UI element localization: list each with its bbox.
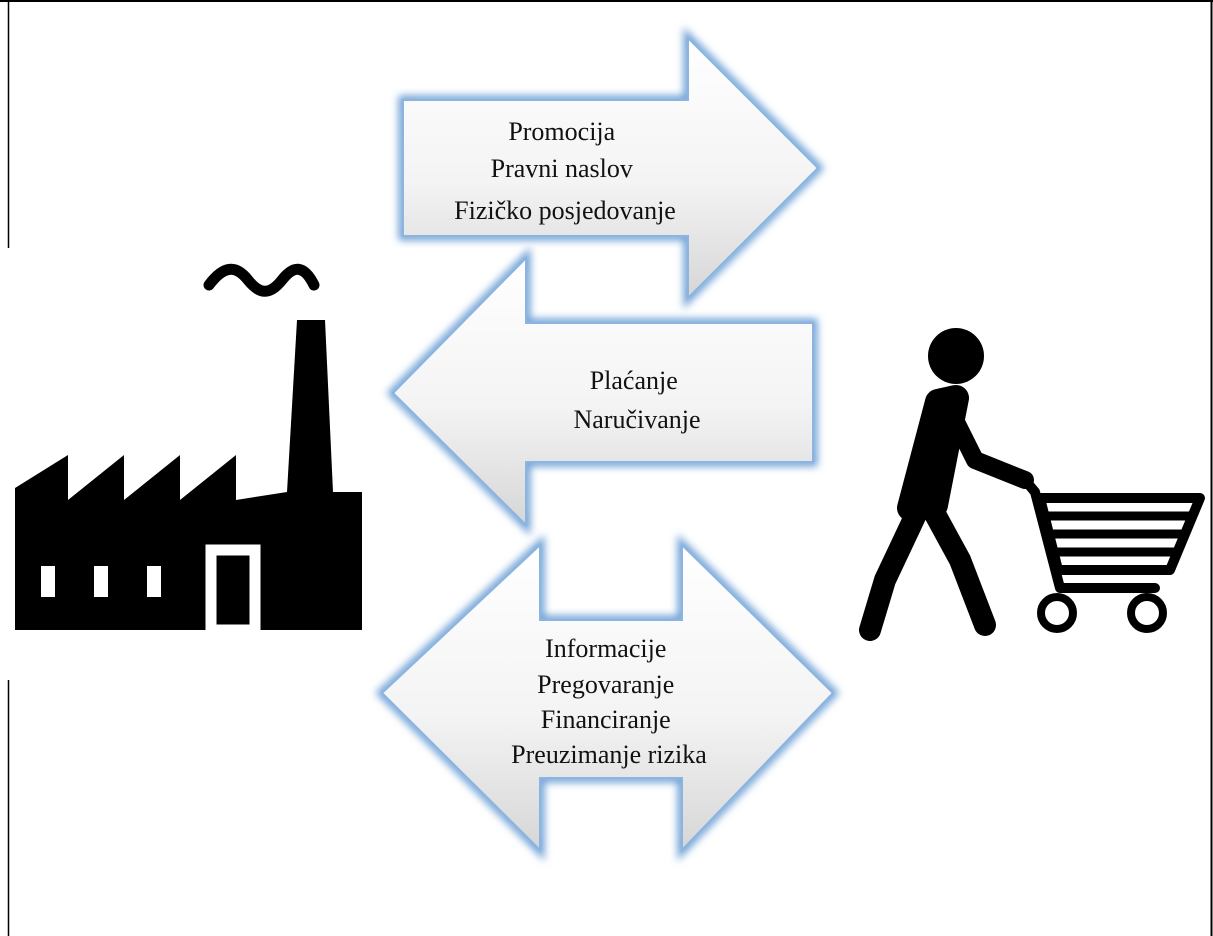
two-way-arrow-shape bbox=[380, 542, 835, 853]
forward-arrow-text: Promocija Pravni naslov Fizičko posjedov… bbox=[454, 117, 676, 225]
factory-window-2 bbox=[94, 566, 108, 597]
forward-label-3: Fizičko posjedovanje bbox=[454, 196, 676, 225]
backward-arrow-text: Plaćanje Naručivanje bbox=[573, 366, 700, 434]
two-way-label-3: Financiranje bbox=[541, 705, 671, 734]
forward-label-2: Pravni naslov bbox=[491, 154, 633, 183]
forward-flow-arrow: Promocija Pravni naslov Fizičko posjedov… bbox=[398, 27, 825, 309]
forward-label-1: Promocija bbox=[508, 117, 615, 146]
smoke-icon bbox=[203, 263, 320, 297]
shopper-arm bbox=[941, 401, 1034, 489]
backward-label-2: Naručivanje bbox=[573, 405, 700, 434]
shopper-with-cart-icon bbox=[859, 328, 1205, 641]
factory-window-3 bbox=[147, 566, 161, 597]
cart-basket-outline bbox=[1035, 493, 1205, 575]
factory-icon bbox=[15, 263, 362, 636]
backward-flow-arrow: Plaćanje Naručivanje bbox=[386, 247, 818, 536]
shopper-head bbox=[928, 328, 984, 384]
cart-wheel-front bbox=[1127, 593, 1167, 633]
chimney-icon bbox=[287, 320, 333, 492]
cart-wheel-back bbox=[1037, 593, 1077, 633]
two-way-label-2: Pregovaranje bbox=[537, 670, 674, 699]
two-way-flow-arrow: Informacije Pregovaranje Financiranje Pr… bbox=[375, 534, 840, 862]
shopper-leg-back bbox=[859, 499, 929, 641]
backward-arrow-shape bbox=[391, 255, 814, 528]
shopper-leg-front bbox=[919, 494, 996, 636]
forward-arrow-shape bbox=[402, 35, 820, 301]
two-way-arrow-text: Informacije Pregovaranje Financiranje Pr… bbox=[511, 634, 707, 769]
factory-door bbox=[205, 544, 261, 636]
two-way-label-4: Preuzimanje rizika bbox=[511, 740, 707, 769]
factory-window-1 bbox=[41, 566, 55, 597]
backward-label-1: Plaćanje bbox=[590, 366, 678, 395]
two-way-label-1: Informacije bbox=[545, 634, 666, 663]
